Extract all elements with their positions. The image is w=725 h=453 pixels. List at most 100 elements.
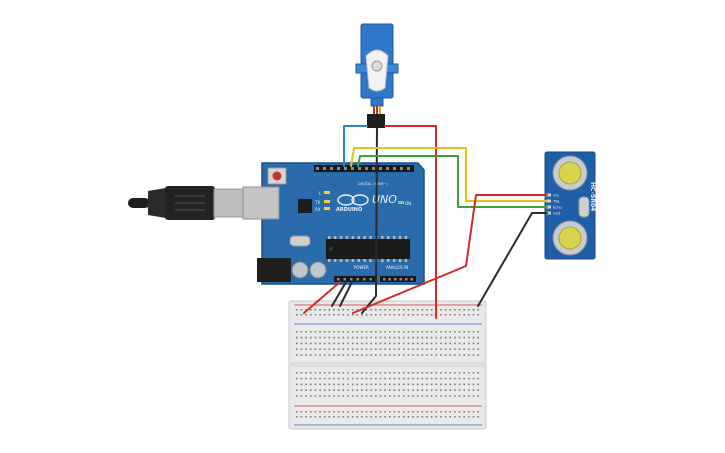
breadboard-hole: [300, 331, 303, 333]
breadboard-hole: [412, 377, 414, 380]
breadboard-hole: [416, 314, 419, 316]
breadboard-hole: [375, 416, 377, 418]
breadboard-hole: [347, 342, 349, 345]
sensor-pin[interactable]: [546, 211, 551, 215]
chip-pin: [369, 236, 372, 239]
power-header[interactable]: [334, 276, 376, 282]
sensor-pin[interactable]: [546, 205, 551, 209]
breadboard-hole: [398, 309, 400, 311]
breadboard-hole: [300, 395, 303, 397]
header-pin: [410, 278, 413, 281]
breadboard-hole: [300, 336, 303, 339]
sensor-pin-label: Trig: [552, 200, 559, 204]
breadboard-hole: [384, 354, 386, 356]
breadboard-hole: [426, 377, 428, 380]
breadboard-hole: [389, 377, 391, 380]
servo-motor[interactable]: [355, 23, 399, 128]
breadboard-hole: [347, 372, 349, 374]
breadboard-hole: [393, 354, 396, 356]
breadboard-hole: [300, 354, 303, 356]
servo-shaft-icon: [371, 60, 383, 72]
wire-arduino-gnd-1[interactable]: [331, 281, 347, 307]
breadboard-hole: [309, 336, 312, 339]
breadboard-hole: [319, 416, 321, 418]
breadboard-hole: [458, 348, 461, 350]
wire-sensor-vcc[interactable]: [352, 194, 548, 314]
wire-arduino-5v[interactable]: [303, 281, 341, 314]
wire-arduino-gnd-2[interactable]: [339, 281, 353, 307]
led-on: [398, 201, 404, 204]
breadboard-hole: [407, 348, 410, 350]
breadboard-hole: [342, 416, 345, 418]
breadboard-hole: [426, 314, 428, 316]
wire-echo[interactable]: [357, 155, 548, 208]
usb-strain-relief: [148, 188, 166, 218]
breadboard-hole: [296, 372, 298, 374]
breadboard-hole: [435, 348, 438, 350]
breadboard-hole: [421, 354, 424, 356]
breadboard-hole: [342, 336, 345, 339]
breadboard-hole: [370, 309, 372, 311]
breadboard-hole: [365, 377, 368, 380]
breadboard-hole: [393, 377, 396, 380]
wire-sensor-gnd[interactable]: [477, 212, 548, 307]
wire-trig[interactable]: [350, 147, 548, 202]
usb-cable[interactable]: [128, 186, 267, 220]
breadboard-hole: [430, 383, 433, 386]
breadboard-hole: [347, 383, 349, 386]
breadboard-hole: [328, 354, 331, 356]
breadboard-holes: [296, 309, 479, 418]
arduino-logo-icon: [337, 194, 369, 206]
breadboard-hole: [361, 383, 363, 386]
header-pin: [330, 167, 333, 170]
breadboard-hole: [361, 331, 363, 333]
breadboard-hole: [472, 314, 475, 316]
breadboard-hole: [375, 411, 377, 413]
breadboard-hole: [463, 411, 465, 413]
breadboard-hole: [365, 314, 368, 316]
breadboard-hole: [440, 314, 442, 316]
breadboard-hole: [407, 395, 410, 397]
breadboard-hole: [407, 336, 410, 339]
breadboard-hole: [477, 395, 479, 397]
breadboard-hole: [323, 354, 326, 356]
breadboard-hole: [375, 336, 377, 339]
breadboard-hole: [454, 342, 456, 345]
breadboard-hole: [379, 395, 382, 397]
breadboard-hole: [323, 309, 326, 311]
breadboard-hole: [333, 395, 335, 397]
breadboard-hole: [351, 342, 354, 345]
wire-servo-signal[interactable]: [343, 125, 368, 167]
breadboard-hole: [454, 309, 456, 311]
breadboard-hole: [421, 383, 424, 386]
sensor-pin[interactable]: [546, 199, 551, 203]
breadboard-hole: [463, 372, 465, 374]
usb-cable-wire: [128, 198, 150, 208]
breadboard-hole: [477, 336, 479, 339]
sensor-pin[interactable]: [546, 193, 551, 197]
header-pin: [388, 278, 391, 281]
breadboard-hole: [435, 342, 438, 345]
breadboard-hole: [449, 372, 452, 374]
digital-header[interactable]: [314, 165, 414, 172]
usb-b-port: [242, 186, 280, 220]
breadboard[interactable]: [288, 300, 487, 430]
breadboard-hole: [398, 416, 400, 418]
breadboard-hole: [384, 314, 386, 316]
breadboard-hole: [402, 383, 405, 386]
breadboard-hole: [342, 395, 345, 397]
breadboard-hole: [458, 354, 461, 356]
wire-servo-power[interactable]: [384, 125, 437, 319]
breadboard-hole: [351, 372, 354, 374]
breadboard-hole: [337, 309, 340, 311]
breadboard-hole: [393, 395, 396, 397]
breadboard-hole: [351, 336, 354, 339]
arduino-uno-board[interactable]: L TX RX ON ARDUINO UNO DIGITAL (PWM~) PO…: [242, 162, 425, 285]
breadboard-hole: [328, 389, 331, 391]
breadboard-hole: [454, 336, 456, 339]
breadboard-hole: [440, 309, 442, 311]
led-rx: [324, 207, 330, 210]
breadboard-hole: [333, 336, 335, 339]
analog-header[interactable]: [380, 276, 416, 282]
